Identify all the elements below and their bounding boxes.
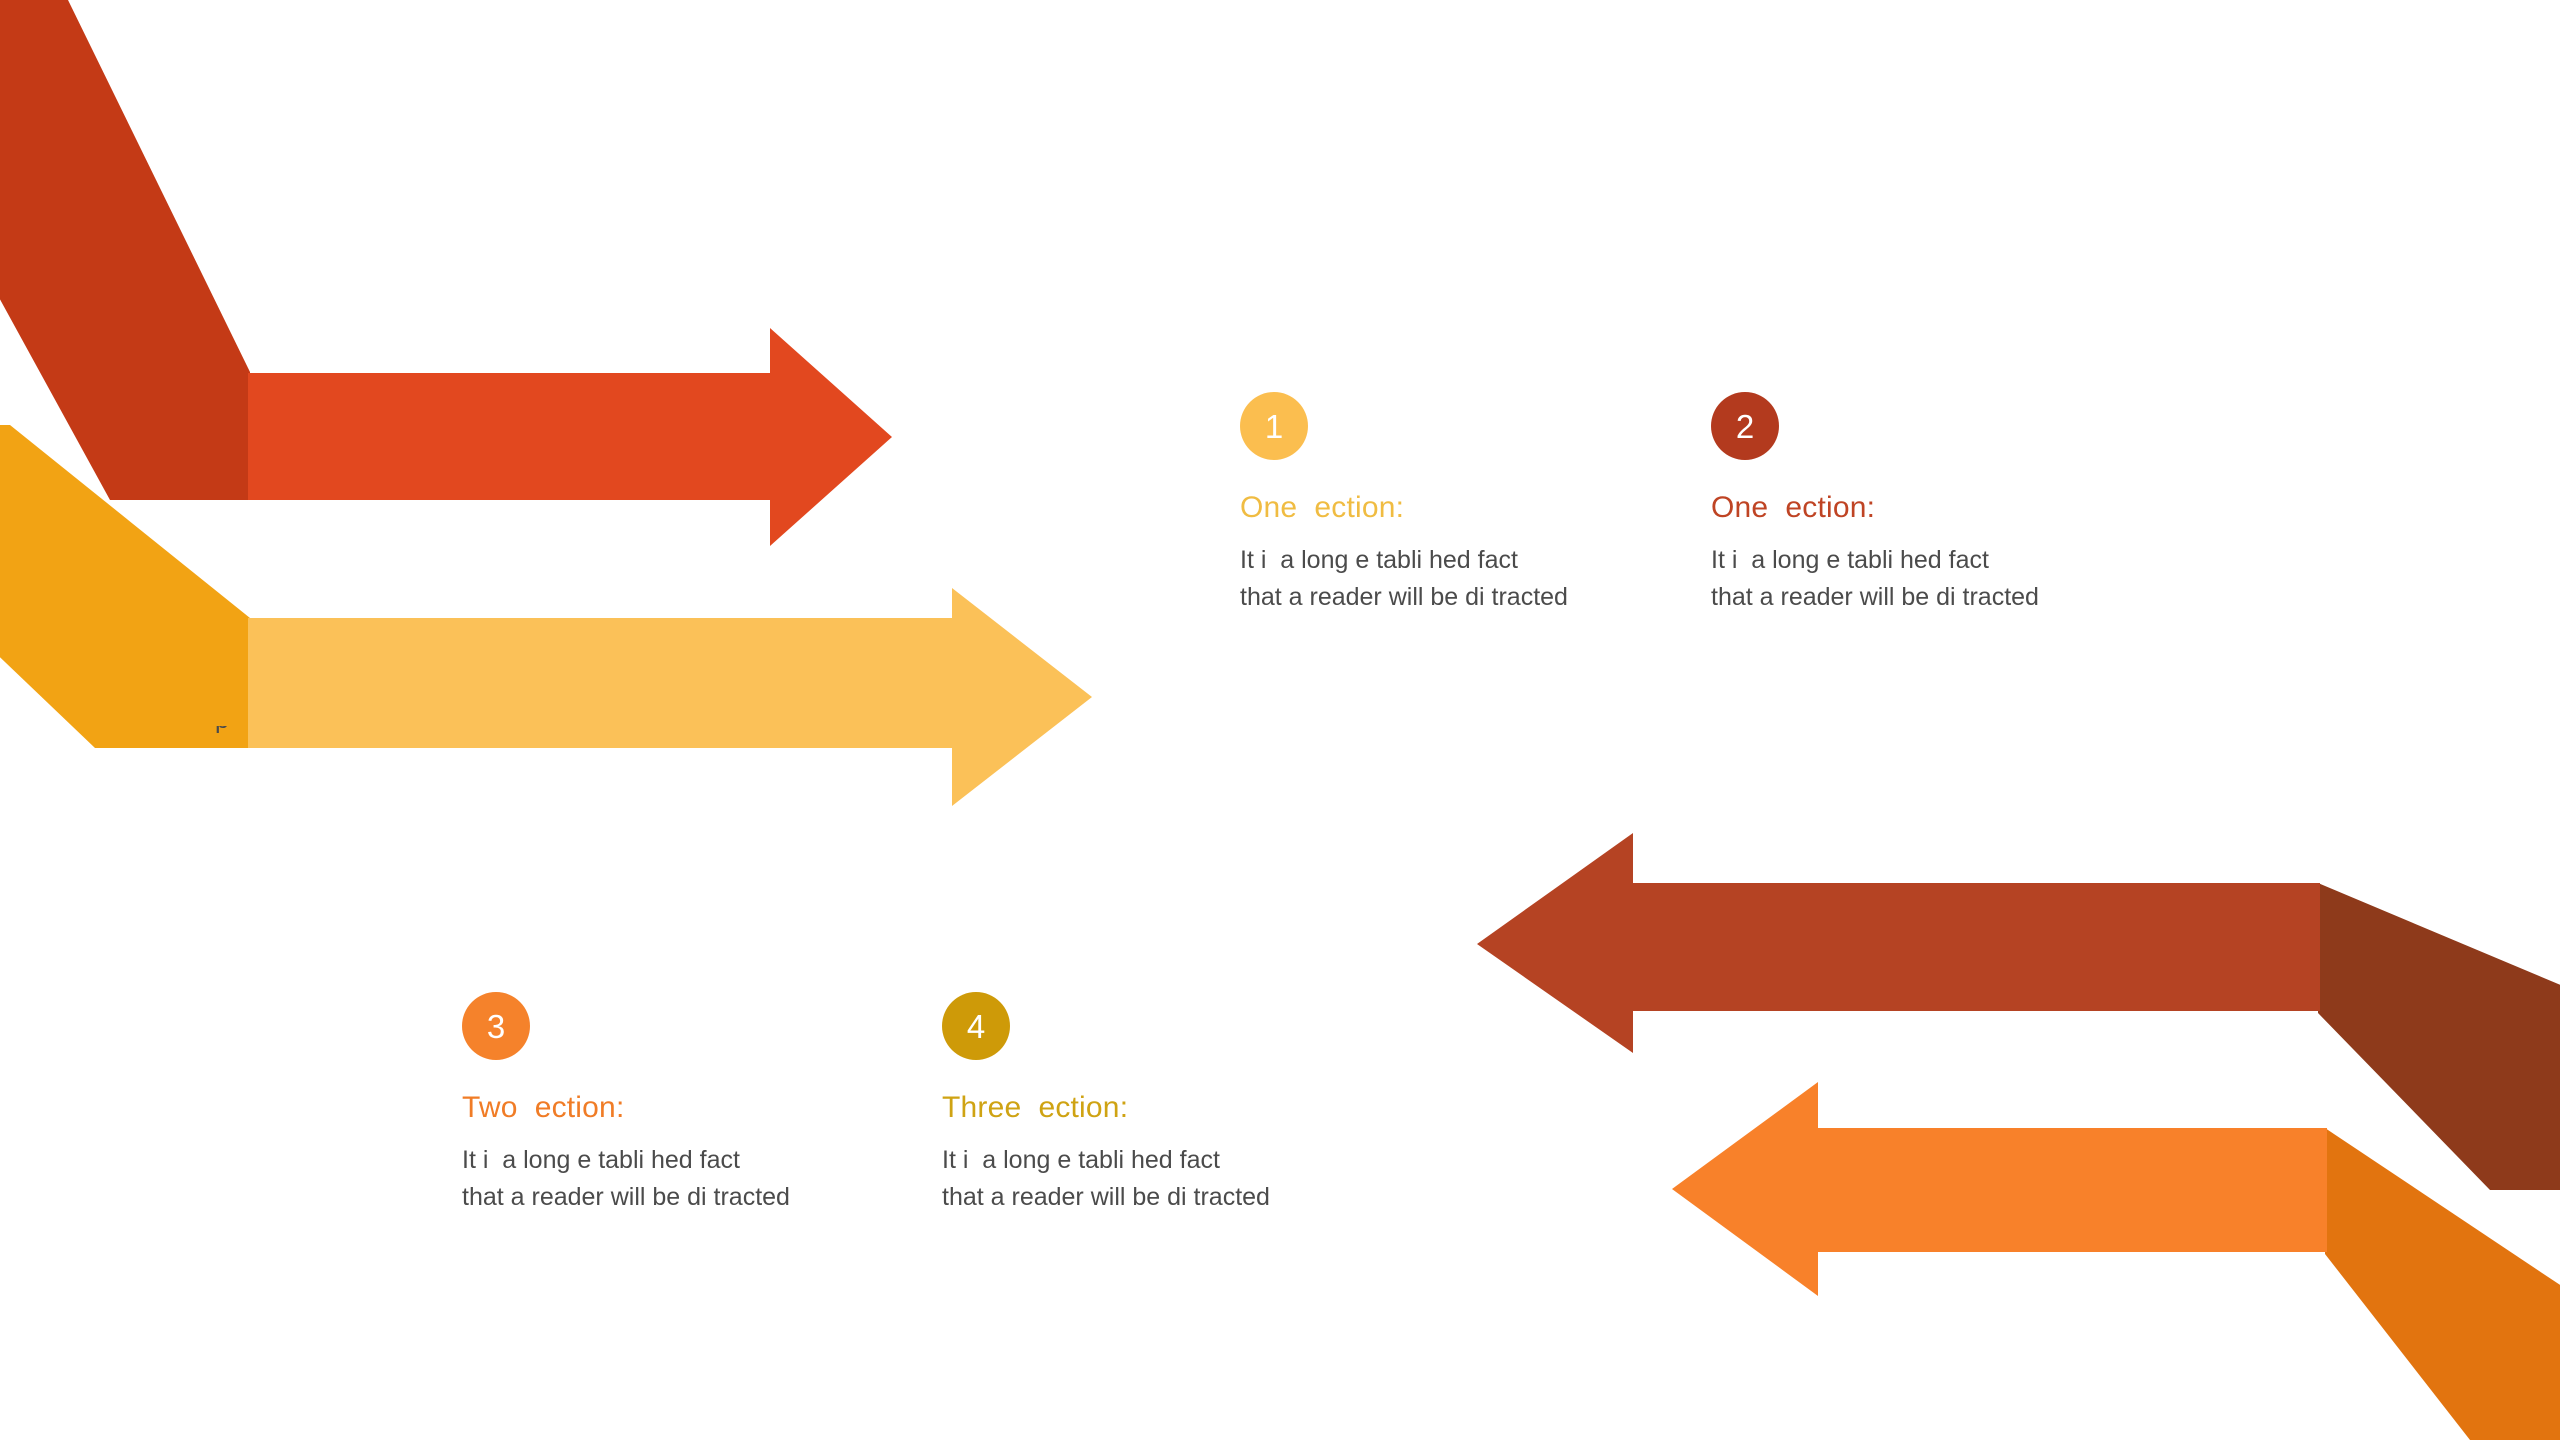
info-item-2: 2 One ection: It i a long e tabli hed fa… xyxy=(1711,392,2141,616)
item-body-4: It i a long e tabli hed fact that a read… xyxy=(942,1142,1372,1216)
darkred-arrow-shaft-head xyxy=(1477,833,2320,1053)
red-arrow-shaft-head xyxy=(248,328,892,546)
item-title-4: Three ection: xyxy=(942,1091,1129,1124)
yellow-right-arrow xyxy=(0,425,1092,806)
item-body-line-1: It i a long e tabli hed fact xyxy=(1240,546,1518,574)
yellow-arrow-shaft-head xyxy=(248,588,1092,806)
item-body-line-2: that a reader will be di tracted xyxy=(1711,583,2039,611)
item-body-2: It i a long e tabli hed fact that a read… xyxy=(1711,542,2141,616)
red-arrow-bend xyxy=(0,0,250,500)
item-body-line-1: It i a long e tabli hed fact xyxy=(462,1146,740,1174)
clipped-text-fragment-glyphs: p xyxy=(215,726,229,733)
item-title-2: One ection: xyxy=(1711,491,1876,524)
red-right-arrow xyxy=(0,0,892,546)
item-body-3: It i a long e tabli hed fact that a read… xyxy=(462,1142,892,1216)
darkred-left-arrow xyxy=(1477,833,2560,1190)
badge-4: 4 xyxy=(942,992,1010,1060)
info-item-4: 4 Three ection: It i a long e tabli hed … xyxy=(942,992,1372,1216)
darkred-arrow-bend xyxy=(2318,883,2560,1190)
info-item-3: 3 Two ection: It i a long e tabli hed fa… xyxy=(462,992,892,1216)
badge-number-1: 1 xyxy=(1264,407,1284,445)
item-title-3: Two ection: xyxy=(462,1091,625,1124)
badge-number-4: 4 xyxy=(966,1007,986,1045)
badge-2: 2 xyxy=(1711,392,1779,460)
clipped-text-fragment: p xyxy=(215,726,375,752)
badge-number-3: 3 xyxy=(486,1007,506,1045)
info-item-1: 1 One ection: It i a long e tabli hed fa… xyxy=(1240,392,1670,616)
item-body-line-1: It i a long e tabli hed fact xyxy=(1711,546,1989,574)
item-body-line-2: that a reader will be di tracted xyxy=(942,1183,1270,1211)
orange-left-arrow xyxy=(1672,1082,2560,1440)
orange-arrow-shaft-head xyxy=(1672,1082,2327,1296)
item-body-1: It i a long e tabli hed fact that a read… xyxy=(1240,542,1670,616)
orange-arrow-bend xyxy=(2325,1128,2560,1440)
item-body-line-2: that a reader will be di tracted xyxy=(462,1183,790,1211)
yellow-arrow-bend xyxy=(0,425,250,748)
badge-1: 1 xyxy=(1240,392,1308,460)
item-title-1: One ection: xyxy=(1240,491,1405,524)
badge-3: 3 xyxy=(462,992,530,1060)
badge-number-2: 2 xyxy=(1735,407,1755,445)
item-body-line-1: It i a long e tabli hed fact xyxy=(942,1146,1220,1174)
item-body-line-2: that a reader will be di tracted xyxy=(1240,583,1568,611)
